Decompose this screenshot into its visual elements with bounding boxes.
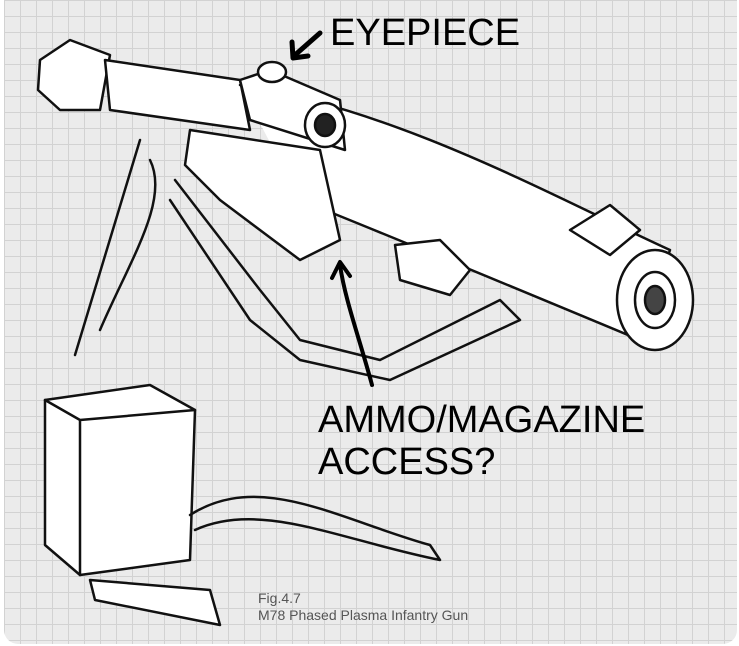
stock (168, 128, 522, 382)
barrel (36, 38, 695, 352)
eyepiece-arrow (289, 30, 323, 61)
ammo-label-line1: AMMO/MAGAZINE (318, 399, 646, 441)
ammo-label-line2: ACCESS? (318, 441, 496, 483)
ammo-arrow (330, 260, 374, 387)
eyepiece-label: EYEPIECE (330, 12, 521, 54)
figure-number: Fig.4.7 (258, 590, 301, 606)
figure-title: M78 Phased Plasma Infantry Gun (258, 607, 469, 623)
power-pack (43, 383, 442, 627)
scope (238, 60, 347, 152)
